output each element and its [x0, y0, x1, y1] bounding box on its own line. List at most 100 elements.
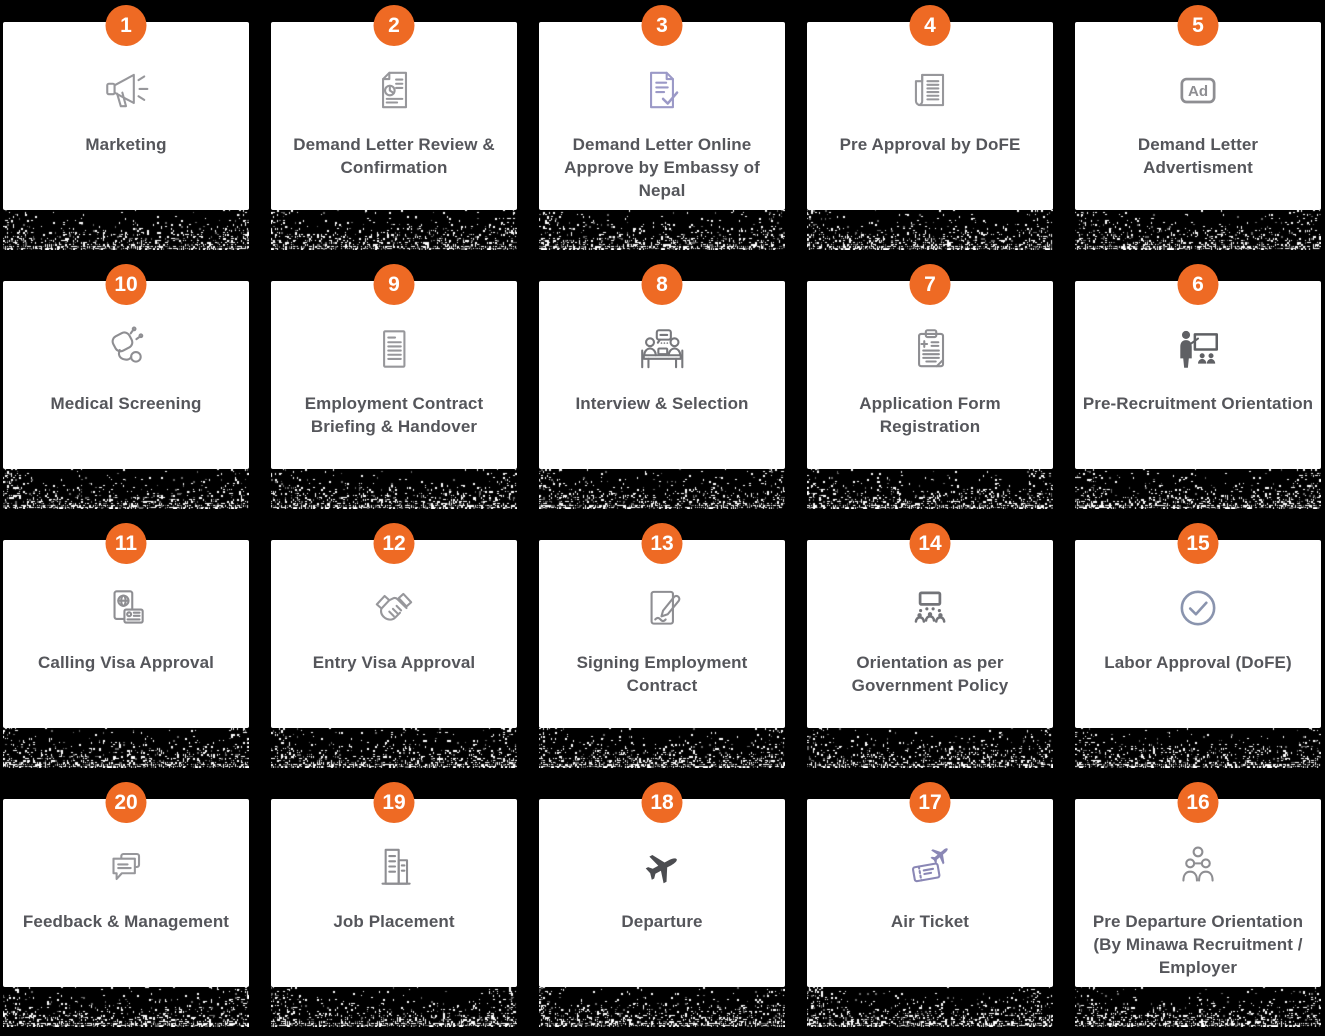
step-number-badge: 14 [910, 523, 951, 564]
step-number-badge: 2 [374, 5, 415, 46]
step-label: Entry Visa Approval [274, 651, 514, 674]
step-card: 2 Demand Letter Review & Confirmation [271, 22, 517, 210]
noise-strip [539, 469, 785, 509]
document-chart-icon [271, 64, 517, 116]
passport-id-icon [3, 582, 249, 634]
step-cell: 19 Job Placement [271, 777, 517, 1036]
check-circle-icon [1075, 582, 1321, 634]
noise-strip [3, 728, 249, 768]
step-card: 3 Demand Letter Online Approve by Embass… [539, 22, 785, 210]
step-cell: 3 Demand Letter Online Approve by Embass… [539, 0, 785, 259]
step-card: 19 Job Placement [271, 799, 517, 987]
step-number-badge: 7 [910, 264, 951, 305]
step-label: Labor Approval (DoFE) [1078, 651, 1318, 674]
stethoscope-icon [3, 323, 249, 375]
feedback-chat-icon [3, 841, 249, 893]
contract-document-icon [271, 323, 517, 375]
noise-strip [271, 987, 517, 1027]
step-number-badge: 20 [106, 782, 147, 823]
step-card: 7 Application Form Registration [807, 281, 1053, 469]
interview-icon [539, 323, 785, 375]
step-cell: 13 Signing Employment Contract [539, 518, 785, 777]
step-card: 13 Signing Employment Contract [539, 540, 785, 728]
step-label: Application Form Registration [810, 392, 1050, 438]
step-number-badge: 13 [642, 523, 683, 564]
step-card: 14 Orientation as per Government Policy [807, 540, 1053, 728]
step-number-badge: 16 [1178, 782, 1219, 823]
clipboard-form-icon [807, 323, 1053, 375]
step-cell: 1 Marketing [3, 0, 249, 259]
airplane-icon [539, 841, 785, 893]
step-number-badge: 17 [910, 782, 951, 823]
presentation-icon [1075, 323, 1321, 375]
handshake-icon [271, 582, 517, 634]
step-cell: 17 Air Ticket [807, 777, 1053, 1036]
megaphone-icon [3, 64, 249, 116]
svg-text:Ad: Ad [1188, 83, 1208, 100]
noise-strip [539, 210, 785, 250]
ad-icon: Ad [1075, 64, 1321, 116]
step-cell: 8 Interview & Selection [539, 259, 785, 518]
noise-strip [807, 987, 1053, 1027]
step-label: Pre Approval by DoFE [810, 133, 1050, 156]
step-label: Demand Letter Online Approve by Embassy … [542, 133, 782, 202]
step-label: Pre-Recruitment Orientation [1078, 392, 1318, 415]
step-card: 12 Entry Visa Approval [271, 540, 517, 728]
step-card: 10 Medical Screening [3, 281, 249, 469]
step-label: Calling Visa Approval [6, 651, 246, 674]
step-label: Medical Screening [6, 392, 246, 415]
noise-strip [1075, 987, 1321, 1027]
noise-strip [1075, 210, 1321, 250]
step-label: Demand Letter Advertisment [1078, 133, 1318, 179]
step-number-badge: 4 [910, 5, 951, 46]
step-cell: 2 Demand Letter Review & Confirmation [271, 0, 517, 259]
step-number-badge: 3 [642, 5, 683, 46]
step-number-badge: 9 [374, 264, 415, 305]
step-cell: 18 Departure [539, 777, 785, 1036]
step-cell: 5 Ad Demand Letter Advertisment [1075, 0, 1321, 259]
document-check-icon [539, 64, 785, 116]
step-number-badge: 12 [374, 523, 415, 564]
step-number-badge: 18 [642, 782, 683, 823]
step-label: Marketing [6, 133, 246, 156]
step-label: Departure [542, 910, 782, 933]
step-number-badge: 1 [106, 5, 147, 46]
step-card: 4 Pre Approval by DoFE [807, 22, 1053, 210]
step-card: 9 Employment Contract Briefing & Handove… [271, 281, 517, 469]
step-number-badge: 11 [106, 523, 147, 564]
step-cell: 20 Feedback & Management [3, 777, 249, 1036]
group-orgchart-icon [1075, 841, 1321, 893]
step-cell: 14 Orientation as per Government Policy [807, 518, 1053, 777]
noise-strip [271, 728, 517, 768]
step-cell: 7 Application Form Registration [807, 259, 1053, 518]
step-number-badge: 6 [1178, 264, 1219, 305]
step-label: Signing Employment Contract [542, 651, 782, 697]
air-ticket-icon [807, 841, 1053, 893]
step-cell: 6 Pre-Recruitment Orientation [1075, 259, 1321, 518]
step-label: Employment Contract Briefing & Handover [274, 392, 514, 438]
step-card: 1 Marketing [3, 22, 249, 210]
signing-contract-icon [539, 582, 785, 634]
noise-strip [3, 210, 249, 250]
step-card: 16 Pre Departure Orientation (By Minawa … [1075, 799, 1321, 987]
step-number-badge: 19 [374, 782, 415, 823]
step-number-badge: 8 [642, 264, 683, 305]
step-number-badge: 15 [1178, 523, 1219, 564]
noise-strip [807, 469, 1053, 509]
step-number-badge: 5 [1178, 5, 1219, 46]
step-cell: 11 Calling Visa Approval [3, 518, 249, 777]
step-card: 15 Labor Approval (DoFE) [1075, 540, 1321, 728]
step-cell: 9 Employment Contract Briefing & Handove… [271, 259, 517, 518]
projector-audience-icon [807, 582, 1053, 634]
noise-strip [539, 987, 785, 1027]
step-cell: 4 Pre Approval by DoFE [807, 0, 1053, 259]
step-card: 17 Air Ticket [807, 799, 1053, 987]
noise-strip [539, 728, 785, 768]
step-label: Orientation as per Government Policy [810, 651, 1050, 697]
step-label: Job Placement [274, 910, 514, 933]
noise-strip [807, 728, 1053, 768]
step-label: Demand Letter Review & Confirmation [274, 133, 514, 179]
noise-strip [3, 469, 249, 509]
step-label: Feedback & Management [6, 910, 246, 933]
